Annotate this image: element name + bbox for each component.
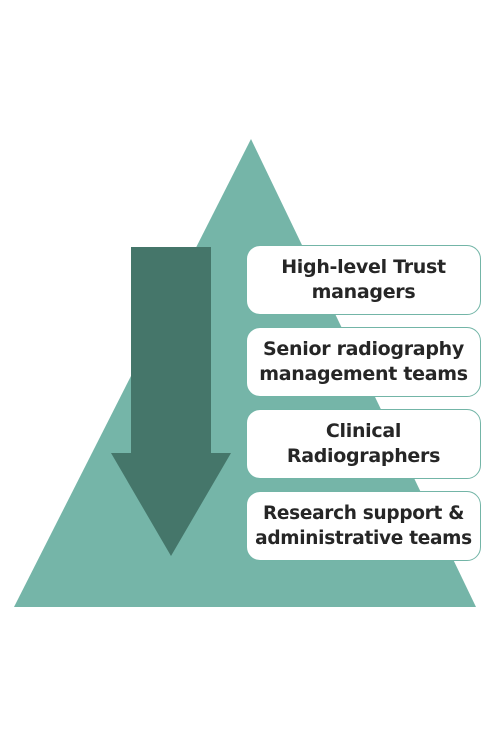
level-box-senior-radiography: Senior radiography management teams bbox=[246, 327, 481, 397]
level-label-line-2: administrative teams bbox=[255, 528, 472, 549]
level-label-line-1: Research support & bbox=[262, 503, 465, 524]
hierarchy-triangle bbox=[14, 139, 476, 607]
level-box-trust-managers: High-level Trust managers bbox=[246, 245, 481, 315]
level-box-clinical-radiographers: Clinical Radiographers bbox=[246, 409, 481, 479]
level-label-line-2: managers bbox=[311, 281, 416, 303]
level-label-line-1: Clinical bbox=[325, 420, 402, 442]
level-label: Research support & administrative teams bbox=[255, 501, 472, 551]
level-label: Clinical Radiographers bbox=[286, 419, 441, 469]
level-box-research-support: Research support & administrative teams bbox=[246, 491, 481, 561]
level-label-line-2: Radiographers bbox=[286, 445, 441, 467]
level-label-line-1: Senior radiography bbox=[263, 338, 464, 360]
level-label: High-level Trust managers bbox=[281, 255, 446, 305]
level-label-line-1: High-level Trust bbox=[281, 256, 446, 278]
level-label-line-2: management teams bbox=[259, 363, 468, 385]
level-label: Senior radiography management teams bbox=[259, 337, 468, 387]
downward-arrow bbox=[111, 247, 231, 556]
